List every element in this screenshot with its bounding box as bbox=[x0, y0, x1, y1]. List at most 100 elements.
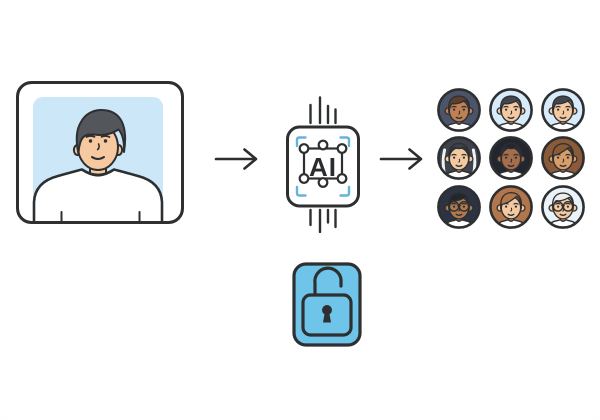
keyhole-flare bbox=[323, 312, 331, 323]
glasses-icon bbox=[550, 200, 576, 212]
right-eye bbox=[103, 139, 108, 143]
avatar-person-light-skin-dark-swept-hair bbox=[489, 88, 533, 132]
left-eye bbox=[505, 156, 508, 159]
avatar-woman-dark-skin-brown-bob bbox=[437, 88, 481, 132]
left-brow bbox=[451, 153, 457, 156]
hair-front bbox=[551, 95, 575, 114]
left-brow bbox=[555, 105, 561, 108]
left-brow bbox=[451, 202, 457, 205]
nose bbox=[96, 143, 100, 151]
avatar-ring bbox=[489, 184, 533, 229]
avatar-ring bbox=[437, 136, 481, 180]
right-eye bbox=[462, 205, 465, 208]
right-eye bbox=[514, 108, 517, 111]
nose bbox=[458, 158, 461, 163]
avatar-person-light-skin-dark-swept-hair-2 bbox=[541, 88, 585, 132]
avatar-ring bbox=[541, 88, 585, 132]
mouth bbox=[507, 116, 515, 119]
photo-frame-border bbox=[16, 81, 184, 224]
right-brow bbox=[513, 105, 519, 108]
left-brow bbox=[503, 153, 509, 156]
nose bbox=[562, 158, 565, 163]
avatar-woman-brown-skin-black-long-hair bbox=[489, 136, 533, 180]
avatar-ring bbox=[437, 184, 481, 229]
mouth bbox=[559, 213, 567, 216]
avatar-ring bbox=[489, 136, 533, 180]
avatar-ring bbox=[437, 88, 481, 132]
right-eye bbox=[514, 205, 517, 208]
left-brow bbox=[451, 105, 457, 108]
right-brow bbox=[461, 105, 467, 108]
right-eye bbox=[462, 156, 465, 159]
mouth bbox=[455, 164, 463, 167]
portrait-photo-svg bbox=[16, 81, 184, 224]
right-brow bbox=[461, 202, 467, 205]
right-eye bbox=[566, 205, 569, 208]
scan-brackets bbox=[295, 136, 351, 197]
right-eye bbox=[514, 156, 517, 159]
nose bbox=[510, 158, 513, 163]
mouth bbox=[455, 213, 463, 216]
hair-front bbox=[448, 142, 470, 162]
left-eye bbox=[557, 205, 560, 208]
right-brow bbox=[513, 153, 519, 156]
right-eye bbox=[462, 108, 465, 111]
nose bbox=[562, 110, 565, 115]
left-eye bbox=[505, 108, 508, 111]
hair-front bbox=[447, 191, 471, 210]
padlock-svg bbox=[292, 262, 362, 347]
chip-pins-top bbox=[309, 96, 337, 125]
mouth bbox=[559, 116, 567, 119]
hair-front bbox=[500, 142, 522, 162]
right-brow bbox=[565, 105, 571, 108]
avatar-ring bbox=[489, 88, 533, 132]
avatar-woman-light-skin-dark-hair-white-streaks bbox=[437, 136, 481, 180]
hair-front bbox=[500, 191, 523, 211]
avatar-woman-tan-skin-brown-swept-hair bbox=[541, 136, 585, 180]
hair-front bbox=[447, 95, 471, 114]
unlocked-padlock-icon bbox=[292, 262, 362, 347]
right-arrow-icon bbox=[378, 145, 426, 173]
left-eye bbox=[557, 108, 560, 111]
t-shirt bbox=[32, 168, 164, 222]
ai-chip-svg bbox=[286, 96, 360, 234]
right-brow bbox=[565, 202, 571, 205]
chip-pins-bottom bbox=[309, 208, 337, 234]
left-eye bbox=[88, 139, 93, 143]
network-nodes bbox=[298, 139, 348, 188]
right-eye bbox=[566, 108, 569, 111]
hair-front bbox=[499, 95, 523, 114]
glasses-icon bbox=[446, 200, 472, 212]
left-eye bbox=[505, 205, 508, 208]
left-eye bbox=[453, 205, 456, 208]
right-arrow-icon bbox=[213, 145, 261, 173]
left-eye bbox=[453, 108, 456, 111]
open-shackle bbox=[313, 266, 343, 297]
nose bbox=[458, 110, 461, 115]
avatar-ring bbox=[541, 136, 585, 180]
lock-badge bbox=[292, 262, 362, 347]
collar bbox=[84, 170, 112, 177]
left-eye bbox=[557, 156, 560, 159]
left-brow bbox=[85, 135, 96, 138]
mouth bbox=[507, 213, 515, 216]
avatar-woman-light-skin-auburn-hair bbox=[489, 184, 533, 229]
right-brow bbox=[100, 135, 111, 138]
mouth bbox=[455, 116, 463, 119]
portrait-photo-card bbox=[16, 81, 184, 224]
mouth bbox=[91, 156, 105, 160]
ai-chip-icon bbox=[284, 96, 362, 234]
right-brow bbox=[513, 202, 519, 205]
hair-front bbox=[551, 191, 575, 210]
left-brow bbox=[555, 202, 561, 205]
hair bbox=[75, 108, 127, 155]
right-arrow-svg bbox=[214, 148, 258, 170]
avatar-person-brown-skin-black-hair-glasses bbox=[437, 184, 481, 229]
ai-chip-label: AI bbox=[309, 152, 337, 182]
right-brow bbox=[461, 153, 467, 156]
left-brow bbox=[503, 105, 509, 108]
right-arrow-svg bbox=[379, 148, 423, 170]
right-brow bbox=[565, 153, 571, 156]
avatar-person-light-skin-white-hair-glasses bbox=[541, 184, 585, 229]
left-eye bbox=[453, 156, 456, 159]
